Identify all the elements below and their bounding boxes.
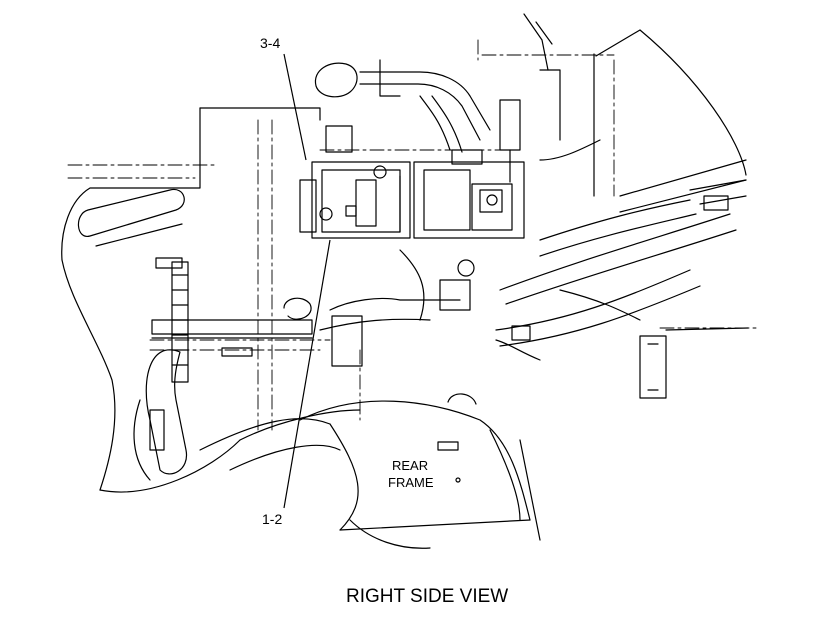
callout-label-lower: 1-2 <box>262 511 282 527</box>
callout-leaders <box>283 53 331 509</box>
left-frame <box>61 107 321 493</box>
frame-label-line2: FRAME <box>388 475 434 490</box>
pump-assembly <box>299 125 525 239</box>
lower-pipes <box>283 249 475 367</box>
upper-hoses <box>314 13 601 183</box>
callout-label-upper: 3-4 <box>260 35 280 51</box>
frame-label-line1: REAR <box>392 458 428 473</box>
fender-outline <box>593 29 747 213</box>
grille-stack <box>151 257 313 383</box>
view-caption: RIGHT SIDE VIEW <box>346 586 508 607</box>
leader-line-lower <box>283 239 331 509</box>
leader-line-upper <box>283 53 307 161</box>
rear-frame-structure <box>199 393 541 549</box>
right-hose-bundle <box>495 179 749 399</box>
